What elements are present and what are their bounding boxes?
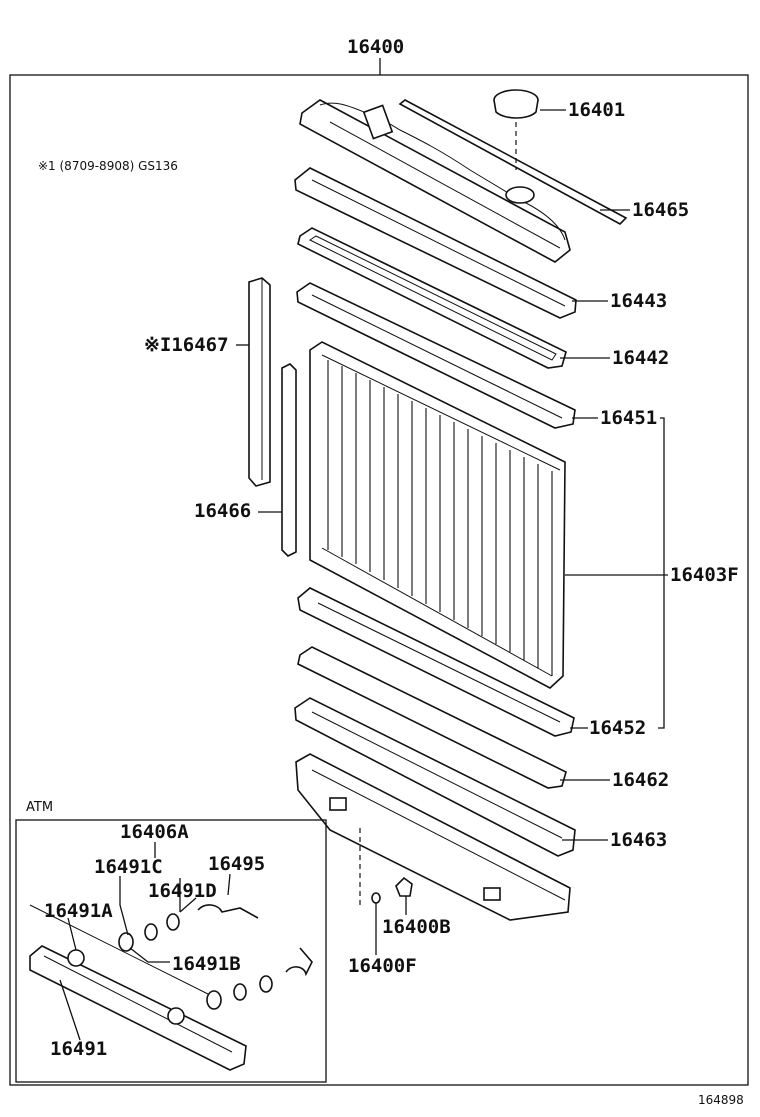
label-16451: 16451 (600, 407, 658, 429)
label-16400F: 16400F (348, 955, 417, 977)
seal-strip (398, 99, 628, 225)
label-16442: 16442 (612, 347, 670, 369)
side-seal-narrow (281, 363, 297, 557)
side-seal-left (248, 277, 271, 487)
applicability-note: ※1 (8709-8908) GS136 (38, 159, 178, 173)
label-16466: 16466 (194, 500, 252, 522)
label-16462: 16462 (612, 769, 670, 791)
leader-lines (236, 109, 668, 955)
label-16491C: 16491C (94, 856, 163, 878)
core-plate-lower (297, 587, 575, 737)
label-16491D: 16491D (148, 880, 217, 902)
lower-plate (294, 697, 576, 857)
gasket-upper (297, 227, 567, 369)
label-16491: 16491 (50, 1038, 108, 1060)
label-16491B: 16491B (172, 953, 241, 975)
label-16400B: 16400B (382, 916, 451, 938)
label-16495: 16495 (208, 853, 266, 875)
core-plate-upper (294, 167, 577, 319)
assembly-part-number: 16400 (347, 36, 405, 58)
atm-frame (15, 819, 327, 1083)
lower-tank (295, 753, 571, 921)
label-16491A: 16491A (44, 900, 113, 922)
atm-parts (29, 842, 313, 1071)
assembly-frame (9, 74, 749, 1086)
label-16452: 16452 (589, 717, 647, 739)
figure-id: 164898 (698, 1093, 744, 1107)
label-16403F: 16403F (670, 564, 739, 586)
upper-tank (299, 99, 571, 263)
radiator-core (309, 341, 566, 689)
label-16443: 16443 (610, 290, 668, 312)
label-16465: 16465 (632, 199, 690, 221)
drain-cock (359, 828, 413, 905)
label-16406A: 16406A (120, 821, 189, 843)
gasket-lower (297, 646, 567, 789)
radiator-cap (493, 89, 539, 170)
core-plate (296, 282, 576, 429)
label-16467: ※I16467 (144, 334, 229, 356)
label-16401: 16401 (568, 99, 626, 121)
label-16463: 16463 (610, 829, 668, 851)
atm-title: ATM (26, 800, 54, 815)
